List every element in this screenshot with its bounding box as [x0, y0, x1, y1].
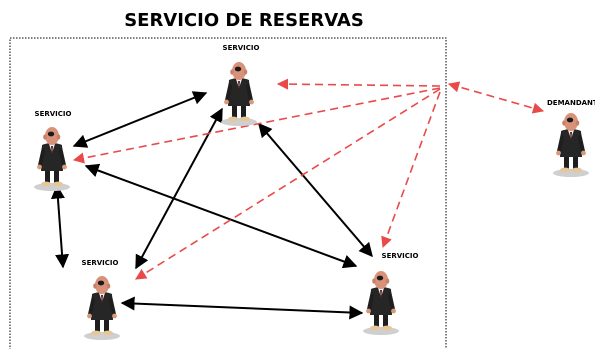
- request-to-top: [276, 78, 441, 90]
- node-label: SERVICIO: [382, 252, 419, 260]
- link-left-bottom-left: [50, 184, 70, 269]
- node-servicio-left: SERVICIO: [34, 110, 72, 191]
- node-label: DEMANDANTE: [547, 99, 595, 107]
- node-label: SERVICIO: [223, 44, 260, 52]
- node-servicio-top: SERVICIO: [221, 44, 260, 126]
- person-icon: [221, 62, 257, 126]
- node-label: SERVICIO: [35, 110, 72, 118]
- person-icon: [34, 127, 70, 191]
- node-servicio-bottom-left: SERVICIO: [82, 259, 120, 340]
- diagram-title: SERVICIO DE RESERVAS: [124, 10, 364, 31]
- request-to-bottom-left: [135, 88, 441, 280]
- link-top-left: [72, 91, 208, 148]
- node-label: SERVICIO: [82, 259, 119, 267]
- link-left-bottom-right: [84, 163, 358, 269]
- node-demandante: DEMANDANTE: [547, 99, 595, 177]
- person-icon: [84, 276, 120, 340]
- person-icon: [553, 113, 589, 177]
- request-to-bottom-right: [381, 91, 441, 249]
- person-icon: [363, 271, 399, 335]
- request-demandante-link: [447, 81, 545, 114]
- link-bottom-left-bottom-right: [120, 296, 364, 320]
- node-servicio-bottom-right: SERVICIO: [363, 252, 419, 335]
- request-to-left: [72, 87, 441, 164]
